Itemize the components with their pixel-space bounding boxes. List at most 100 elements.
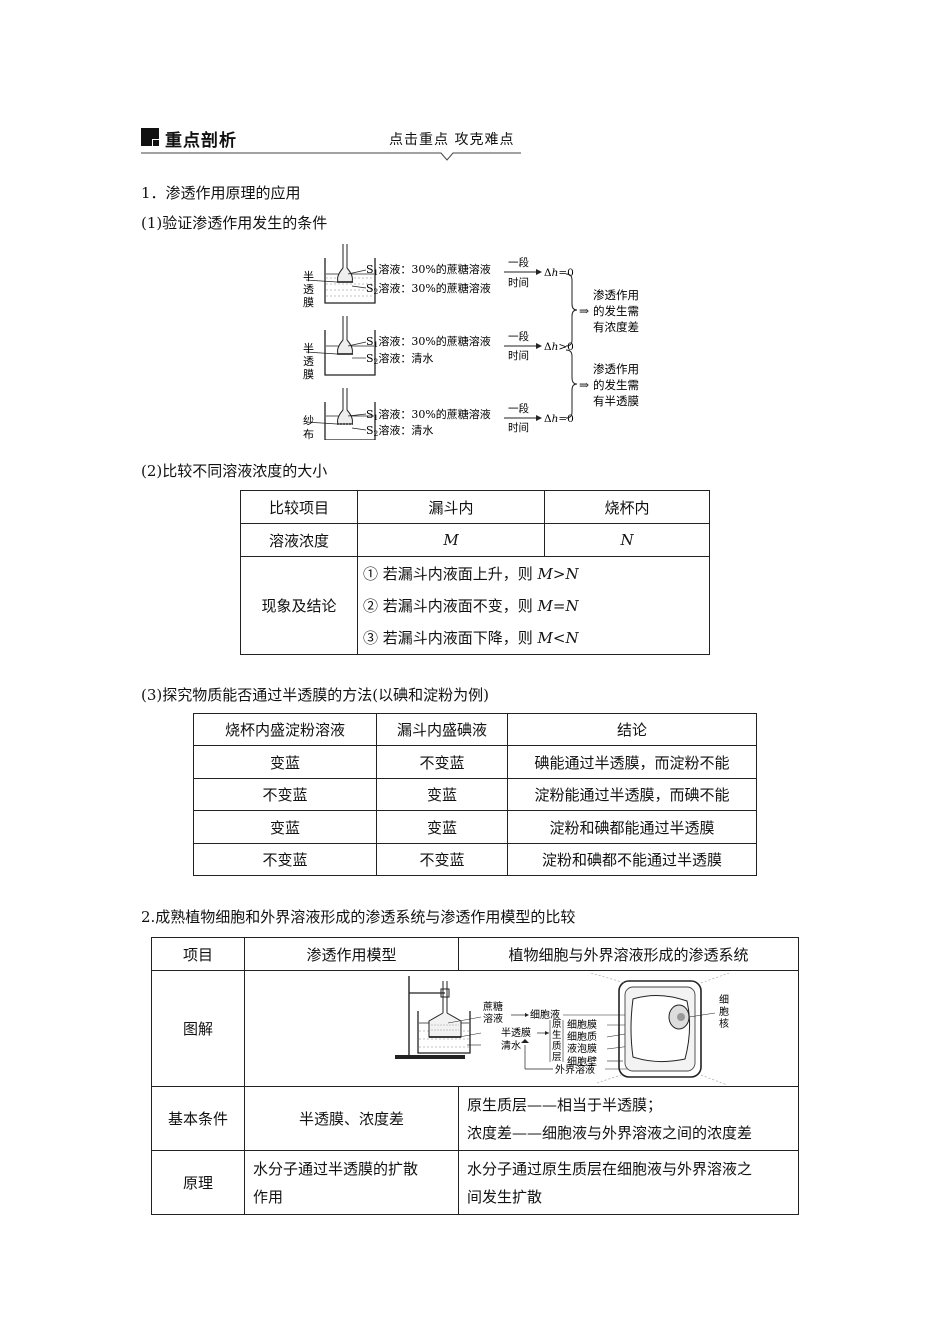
osmosis-condition-diagram: 半 透 膜 S1溶液：30%的蔗糖溶液 S2溶液：30%的蔗糖溶液 一段 时间 …	[303, 244, 639, 440]
section-title: 重点剖析	[165, 131, 237, 151]
table-cell: N	[544, 523, 710, 557]
membrane-label-1b: 透	[303, 283, 314, 296]
conclusion2-line1: 渗透作用	[593, 362, 639, 376]
label-protoplast-a: 原	[552, 1019, 562, 1030]
conclusion1-line2: 的发生需	[593, 304, 639, 318]
label-cell-membrane: 细胞膜	[567, 1018, 597, 1031]
sub1-heading: (1)验证渗透作用发生的条件	[141, 214, 328, 232]
table-cell-line: 水分子通过原生质层在细胞液与外界溶液之	[467, 1159, 753, 1178]
table-header: 渗透作用模型	[244, 937, 459, 971]
result-2: Δh>0	[544, 341, 574, 353]
table-header: 项目	[151, 937, 245, 971]
label-protoplast-b: 生	[552, 1029, 562, 1041]
table-cell: 变蓝	[193, 810, 377, 844]
label-nucleus-c: 核	[719, 1017, 729, 1030]
table-cell: 图解	[151, 970, 245, 1087]
label-vacuole-membrane: 液泡膜	[567, 1042, 597, 1055]
osmosis-model-diagram: 蔗糖 溶液 半透膜 清水 细胞液 原 生 质 层 细胞	[395, 972, 730, 1085]
table-cell: 溶液浓度	[240, 523, 358, 557]
table-cell-line: 水分子通过半透膜的扩散	[253, 1159, 419, 1178]
table-header: 烧杯内盛淀粉溶液	[193, 713, 377, 746]
table-cell: 不变蓝	[376, 843, 508, 876]
arrow-top-3: 一段	[508, 402, 529, 415]
s2-label-3: S2溶液：清水	[366, 423, 433, 438]
label-cell-sap: 细胞液	[530, 1008, 560, 1021]
membrane-label-2b: 透	[303, 355, 314, 368]
beaker-2	[305, 316, 376, 376]
table-cell: 不变蓝	[193, 843, 377, 876]
header-underline	[141, 152, 521, 161]
membrane-label-3a: 纱	[303, 414, 314, 427]
label-water: 清水	[501, 1039, 521, 1052]
section2-heading: 2.成熟植物细胞和外界溶液形成的渗透系统与渗透作用模型的比较	[141, 908, 576, 926]
result-1: Δh=0	[544, 267, 574, 279]
sub3-heading: (3)探究物质能否通过半透膜的方法(以碘和淀粉为例)	[141, 686, 489, 704]
table-cell: 基本条件	[151, 1086, 245, 1151]
sub2-heading: (2)比较不同溶液浓度的大小	[141, 462, 328, 480]
arrow-bottom-2: 时间	[508, 349, 529, 362]
membrane-label-2a: 半	[303, 341, 314, 355]
label-external: 外界溶液	[555, 1063, 595, 1076]
concentration-compare-table: 比较项目 漏斗内 烧杯内 溶液浓度 M N 现象及结论 ① 若漏斗内液面上升，则…	[240, 490, 710, 655]
label-protoplast-c: 质	[552, 1040, 562, 1052]
plant-cell-icon	[590, 972, 730, 1085]
label-membrane: 半透膜	[501, 1026, 531, 1039]
arrow-top-1: 一段	[508, 256, 529, 269]
s2-label-2: S2溶液：清水	[366, 351, 433, 366]
table-cell: 变蓝	[376, 778, 508, 811]
conclusion-line: ② 若漏斗内液面不变，则 M=N	[363, 596, 579, 615]
implies-icon-1: ⇒	[579, 304, 589, 318]
conclusion2-line3: 有半透膜	[593, 394, 639, 408]
table-cell: 淀粉和碘都不能通过半透膜	[507, 843, 757, 876]
conclusion1-line1: 渗透作用	[593, 288, 639, 302]
table-cell: 碘能通过半透膜，而淀粉不能	[507, 745, 757, 779]
conclusion-line: ① 若漏斗内液面上升，则 M>N	[363, 564, 579, 583]
table-cell: 半透膜、浓度差	[244, 1086, 459, 1151]
table-cell: 现象及结论	[240, 556, 358, 655]
implies-icon-2: ⇒	[579, 378, 589, 392]
table-cell: 淀粉能通过半透膜，而碘不能	[507, 778, 757, 811]
table-header: 结论	[507, 713, 757, 746]
s2-label-1: S2溶液：30%的蔗糖溶液	[366, 281, 491, 296]
label-nucleus-b: 胞	[719, 1006, 729, 1018]
section-marker-icon	[141, 128, 159, 146]
result-3: Δh=0	[544, 413, 574, 425]
label-cytoplasm: 细胞质	[567, 1030, 597, 1043]
diagram-row-2: 半 透 膜 S1溶液：30%的蔗糖溶液 S2溶液：清水 一段 时间 Δh>0	[303, 316, 574, 381]
osmotic-system-compare-table: 项目 渗透作用模型 植物细胞与外界溶液形成的渗透系统 图解	[151, 937, 799, 1215]
beaker-3	[305, 388, 376, 440]
iodine-starch-table: 烧杯内盛淀粉溶液 漏斗内盛碘液 结论 变蓝 不变蓝 碘能通过半透膜，而淀粉不能 …	[193, 713, 757, 876]
s1-label-2: S1溶液：30%的蔗糖溶液	[366, 334, 491, 349]
table-header: 漏斗内盛碘液	[376, 713, 508, 746]
membrane-label-2c: 膜	[303, 368, 314, 381]
label-cell-wall: 细胞壁	[567, 1055, 597, 1068]
table-cell-line: 间发生扩散	[467, 1187, 543, 1206]
table-header: 漏斗内	[357, 490, 545, 524]
s1-label-3: S1溶液：30%的蔗糖溶液	[366, 407, 491, 422]
table-header: 比较项目	[240, 490, 358, 524]
table-cell: M	[357, 523, 545, 557]
membrane-label-3b: 布	[303, 428, 314, 440]
arrow-bottom-1: 时间	[508, 276, 529, 289]
conclusion2-line2: 的发生需	[593, 378, 639, 392]
label-sucrose-a: 蔗糖	[483, 1000, 503, 1013]
table-header: 植物细胞与外界溶液形成的渗透系统	[458, 937, 799, 971]
beaker-1	[305, 244, 376, 304]
membrane-label-1a: 半	[303, 269, 314, 283]
table-cell: 原理	[151, 1150, 245, 1215]
diagram-row-3: 纱 布 S1溶液：30%的蔗糖溶液 S2溶液：清水 一段 时间 Δh=0	[303, 388, 574, 440]
section1-heading: 1．渗透作用原理的应用	[141, 184, 301, 202]
arrow-bottom-3: 时间	[508, 421, 529, 434]
table-cell: 淀粉和碘都能通过半透膜	[507, 810, 757, 844]
arrow-top-2: 一段	[508, 330, 529, 343]
conclusion1-line3: 有浓度差	[593, 320, 639, 334]
conclusion-line: ③ 若漏斗内液面下降，则 M<N	[363, 628, 579, 647]
section-subtitle: 点击重点 攻克难点	[389, 132, 515, 148]
table-cell: 变蓝	[376, 810, 508, 844]
label-protoplast-d: 层	[552, 1052, 562, 1063]
table-cell: 变蓝	[193, 745, 377, 779]
diagram-row-1: 半 透 膜 S1溶液：30%的蔗糖溶液 S2溶液：30%的蔗糖溶液 一段 时间 …	[303, 244, 574, 309]
s1-label-1: S1溶液：30%的蔗糖溶液	[366, 262, 491, 277]
label-nucleus-a: 细	[719, 993, 729, 1006]
membrane-label-1c: 膜	[303, 296, 314, 309]
